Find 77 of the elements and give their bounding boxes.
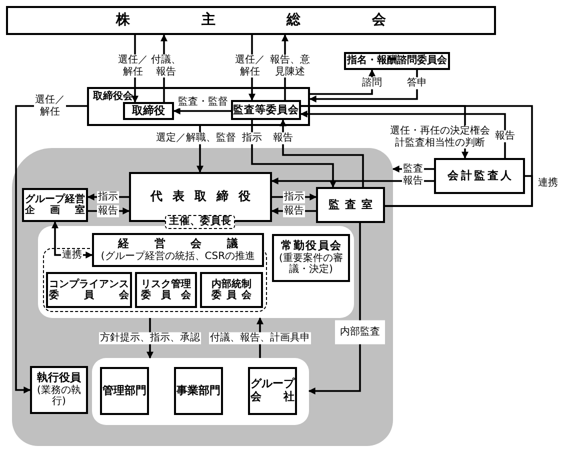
edge-label: 選定／解職、監督 bbox=[155, 132, 237, 144]
edge-label: 内部監査 bbox=[335, 320, 385, 344]
box-note: (グループ経営の統括、CSRの推進 bbox=[100, 250, 256, 262]
org-box bbox=[272, 234, 350, 282]
edge-label: 選任／解任 bbox=[234, 54, 266, 78]
edge-label: 報告 bbox=[402, 175, 424, 187]
edge-label: 報告、意見陳述 bbox=[269, 54, 311, 78]
arrow bbox=[271, 178, 434, 184]
committee-group-frame bbox=[43, 248, 267, 312]
edge-label: 方針提示、指示、承認 bbox=[99, 332, 201, 344]
arrow bbox=[310, 69, 376, 95]
group-panel bbox=[38, 226, 354, 318]
box-title: 経営会議 bbox=[118, 238, 238, 250]
edge-label: 付議、報告、計画具申 bbox=[209, 332, 311, 344]
org-box bbox=[248, 367, 297, 415]
box-title: グループ経営企画室 bbox=[25, 194, 85, 216]
edge-label: 選任・再任の決定権会計監査相当性の判断 bbox=[389, 126, 491, 148]
edge-label: 報告 bbox=[494, 130, 516, 142]
box-title: 取締役会 bbox=[93, 91, 133, 102]
box-title: 事業部門 bbox=[176, 384, 220, 398]
org-box bbox=[6, 6, 496, 35]
box-title: 管理部門 bbox=[102, 384, 146, 398]
arrow bbox=[173, 108, 231, 114]
edge-label: 報告 bbox=[272, 132, 294, 144]
arrow bbox=[300, 110, 506, 158]
arrow bbox=[15, 105, 87, 394]
arrow bbox=[309, 70, 418, 102]
edge-label: 報告 bbox=[97, 205, 119, 217]
org-box bbox=[135, 272, 197, 308]
arrow bbox=[280, 119, 364, 187]
edge-label: 指示 bbox=[241, 132, 263, 144]
org-box bbox=[200, 272, 263, 308]
org-box bbox=[100, 367, 149, 415]
org-box bbox=[123, 102, 174, 120]
group-panel bbox=[92, 358, 309, 425]
company-region bbox=[12, 148, 393, 446]
arrow bbox=[251, 120, 336, 188]
box-title: コンプライアンス委員会 bbox=[49, 278, 129, 302]
edge-label: 連携 bbox=[61, 249, 83, 261]
box-note: (重要案件の審議・決定) bbox=[278, 252, 344, 276]
edge-label: 選任／解任 bbox=[34, 94, 66, 118]
role-tag bbox=[165, 215, 235, 229]
edge-label: 指示 bbox=[283, 191, 305, 203]
connector-line bbox=[385, 175, 533, 207]
arrow bbox=[308, 223, 361, 394]
box-title: 監査室 bbox=[328, 198, 372, 212]
org-box bbox=[92, 233, 264, 267]
edge-label: 監査 bbox=[402, 163, 424, 175]
org-box bbox=[22, 188, 88, 222]
box-note: (業務の執行) bbox=[36, 384, 82, 408]
box-title: 常勤役員会 bbox=[281, 240, 341, 252]
box-title: 主催、委員長 bbox=[169, 216, 231, 228]
edge-label: 監査・監督 bbox=[177, 96, 229, 108]
org-box bbox=[231, 100, 301, 120]
edge-label: 報告 bbox=[283, 205, 305, 217]
box-title: リスク管理委員会 bbox=[141, 278, 191, 302]
org-box bbox=[344, 52, 450, 70]
org-box bbox=[46, 272, 132, 308]
box-title: グループ会社 bbox=[250, 378, 294, 404]
org-box bbox=[174, 367, 223, 415]
org-box bbox=[87, 87, 310, 126]
edge-label: 諮問 bbox=[361, 77, 383, 89]
org-box bbox=[434, 158, 525, 194]
box-title: 内部統制委員会 bbox=[212, 278, 252, 302]
edge-label: 指示 bbox=[97, 191, 119, 203]
org-box bbox=[316, 187, 385, 223]
box-title: 取締役 bbox=[132, 104, 165, 118]
box-title: 指名・報酬諮問委員会 bbox=[347, 55, 447, 67]
box-title: 株主総会 bbox=[116, 12, 386, 29]
box-title: 執行役員 bbox=[37, 372, 81, 384]
box-title: 代表取締役 bbox=[150, 190, 250, 204]
box-title: 会計監査人 bbox=[448, 170, 512, 182]
edge-label: 答申 bbox=[406, 77, 428, 89]
edge-label: 選任／解任 bbox=[117, 54, 149, 78]
box-title: 監査等委員会 bbox=[233, 104, 299, 116]
org-box bbox=[30, 366, 88, 414]
edge-label: 連携 bbox=[537, 177, 559, 189]
